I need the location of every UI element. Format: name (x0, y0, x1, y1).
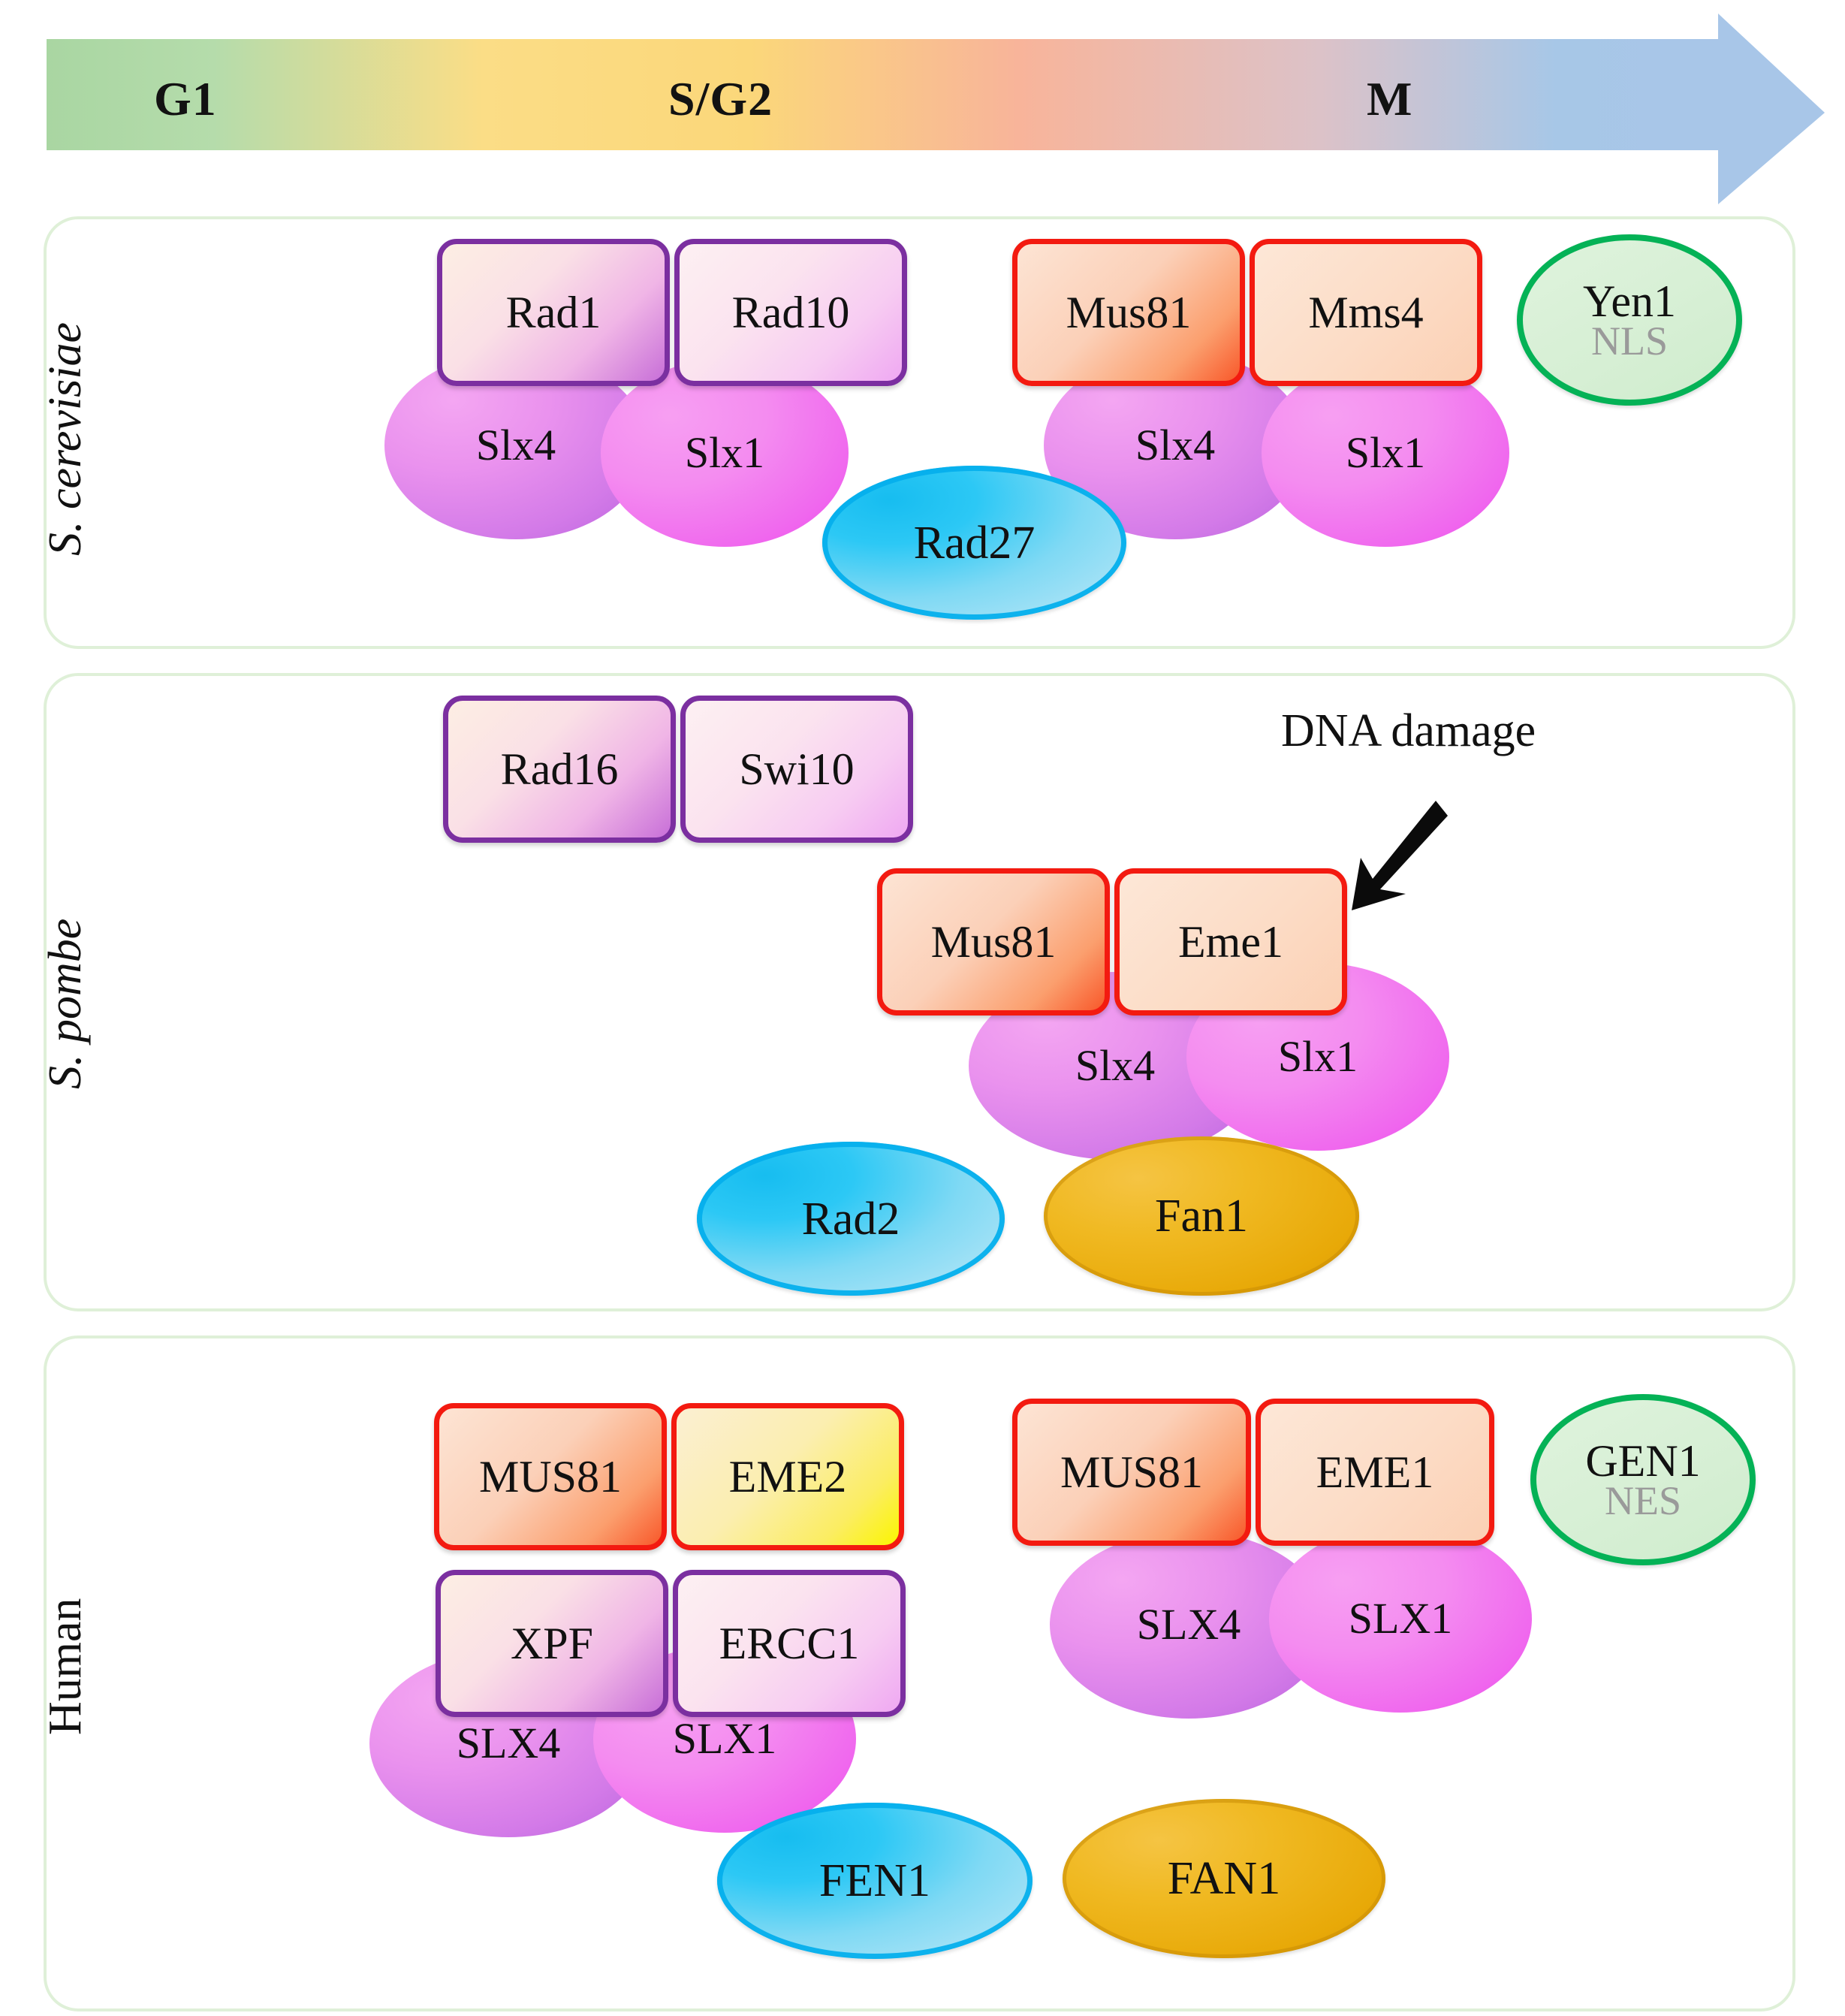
node-fan1-human: FAN1 (1063, 1799, 1385, 1958)
node-slx1-cerevisiae-m: Slx1 (1262, 359, 1509, 547)
node-label: XPF (510, 1619, 594, 1668)
node-mms4: Mms4 (1250, 239, 1482, 386)
phase-label-m: M (1367, 72, 1413, 125)
node-label: Slx4 (1135, 421, 1216, 469)
phase-label-sg2: S/G2 (668, 72, 773, 125)
node-swi10: Swi10 (680, 696, 913, 843)
node-label: Fan1 (1155, 1191, 1248, 1242)
node-label: Rad10 (731, 288, 850, 337)
node-label: MUS81 (478, 1452, 623, 1501)
node-rad2: Rad2 (697, 1142, 1005, 1296)
node-rad1: Rad1 (437, 239, 670, 386)
node-label: SLX1 (672, 1714, 777, 1763)
node-ercc1: ERCC1 (673, 1570, 906, 1717)
node-label: SLX4 (1136, 1600, 1241, 1649)
node-label: Slx1 (684, 428, 765, 477)
node-label: Mms4 (1308, 288, 1424, 337)
dna-damage-label: DNA damage (1281, 705, 1536, 756)
node-label: Mus81 (930, 917, 1057, 967)
node-label: Eme1 (1178, 917, 1283, 967)
node-sublabel: NES (1604, 1478, 1681, 1523)
node-label: ERCC1 (719, 1619, 860, 1668)
node-label: FAN1 (1167, 1853, 1281, 1904)
node-label: Slx4 (475, 421, 556, 469)
node-mus81-human-s: MUS81 (434, 1403, 667, 1550)
node-label: Rad27 (913, 517, 1036, 569)
node-label: Slx1 (1277, 1032, 1358, 1081)
node-label: Swi10 (739, 744, 855, 794)
node-label: Mus81 (1066, 288, 1192, 337)
down-left-arrow-icon (1352, 801, 1448, 910)
species-label-s-cerevisiae: S. cerevisiae (40, 322, 91, 556)
node-label: Rad16 (500, 744, 619, 794)
node-rad27: Rad27 (822, 466, 1126, 620)
node-eme2: EME2 (671, 1403, 904, 1550)
node-label: Slx1 (1345, 428, 1426, 477)
node-mus81-human-m: MUS81 (1012, 1399, 1251, 1546)
node-label: Yen1 (1583, 276, 1676, 326)
node-label: Rad2 (801, 1193, 900, 1245)
node-xpf: XPF (436, 1570, 668, 1717)
node-label: GEN1 (1585, 1436, 1701, 1486)
node-label: EME1 (1316, 1447, 1434, 1497)
node-label: SLX1 (1348, 1594, 1453, 1643)
node-label: SLX4 (456, 1719, 561, 1767)
species-label-human: Human (40, 1598, 91, 1735)
node-eme1-human: EME1 (1256, 1399, 1494, 1546)
node-gen1: GEN1 NES (1530, 1394, 1756, 1565)
cell-cycle-arrow (47, 14, 1825, 204)
node-label: MUS81 (1060, 1447, 1204, 1497)
node-label: Rad1 (505, 288, 601, 337)
node-sublabel: NLS (1590, 318, 1668, 364)
node-rad16: Rad16 (443, 696, 676, 843)
node-fan1-pombe: Fan1 (1044, 1136, 1359, 1296)
node-label: FEN1 (818, 1855, 931, 1906)
node-eme1-pombe: Eme1 (1114, 868, 1347, 1016)
node-yen1: Yen1 NLS (1517, 234, 1742, 406)
node-slx1-human-m: SLX1 (1269, 1525, 1532, 1713)
node-rad10: Rad10 (674, 239, 907, 386)
species-label-s-pombe: S. pombe (40, 918, 91, 1089)
node-slx1-cerevisiae-g1: Slx1 (601, 359, 849, 547)
phase-label-g1: G1 (154, 72, 217, 125)
node-label: EME2 (728, 1452, 847, 1501)
node-label: Slx4 (1075, 1041, 1156, 1090)
node-fen1: FEN1 (717, 1803, 1033, 1959)
node-mus81-cerevisiae: Mus81 (1012, 239, 1245, 386)
node-mus81-pombe: Mus81 (877, 868, 1110, 1016)
